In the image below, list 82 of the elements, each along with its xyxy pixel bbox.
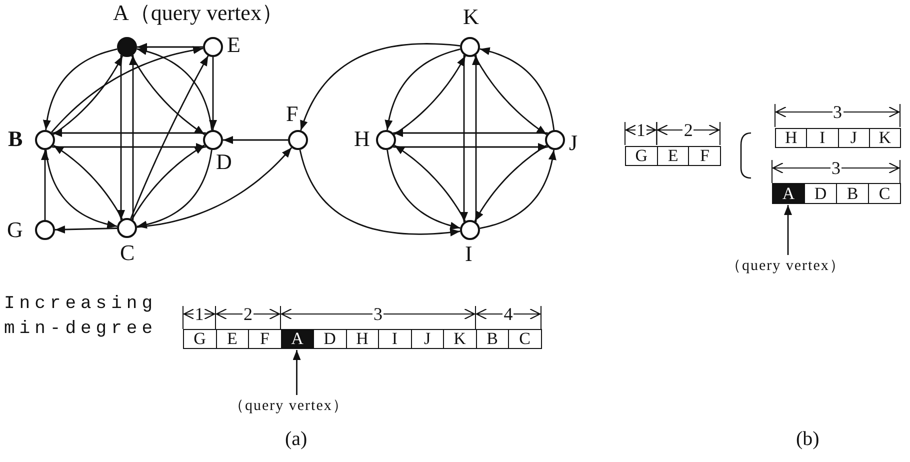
arrow [472,55,480,222]
arrow [474,55,548,136]
arrow [117,55,125,220]
table-cell: F [248,329,282,349]
table-cell: H [346,329,379,349]
arrow [41,150,49,220]
arrow [393,143,548,151]
table-cell: A [280,329,314,349]
table-cell: C [508,329,542,349]
arrow [300,43,460,131]
arrow [54,226,118,234]
table-cell: G [183,329,216,349]
table-cell: D [804,183,837,204]
table-cell: J [410,329,444,349]
table-cell: I [806,128,838,148]
arrow [386,150,460,230]
dimension-label: 3 [830,159,842,177]
table-cell: B [476,329,509,349]
annotation-text: （query vertex） [229,397,348,415]
vertex-label: J [569,131,578,155]
dimension-label: 1 [635,121,646,139]
table-cell: H [775,128,808,148]
table-cell: J [838,128,870,148]
table-cell: E [216,329,249,349]
arrow [460,55,468,222]
panel-label: (a) [285,428,308,451]
arrow [223,136,288,144]
vertex-label: I [465,242,472,266]
table-cell: A [772,183,805,204]
vertex-label: F [286,102,298,126]
arrow [136,147,292,228]
dimension-label: 4 [502,305,514,323]
arrow [136,150,212,229]
pointer-arrow [292,350,301,395]
arrow [50,46,204,133]
table-cell: I [378,329,412,349]
arrow [209,57,217,130]
dimension-label: 3 [832,103,843,121]
arrow [129,55,137,220]
table-cell: B [836,183,869,204]
vertex-label: E [227,33,240,57]
arrow [52,56,124,135]
dimension-label: 2 [682,121,694,139]
arrow [52,143,206,151]
dimension-label: 1 [194,305,205,323]
arrow [45,150,118,228]
arrow [131,144,205,220]
arrow [130,55,209,219]
table-cell: K [443,329,476,349]
arrow [394,56,466,136]
arrow [394,144,466,222]
table-cell: E [656,146,690,166]
dimension-label: 2 [242,305,254,323]
table-cell: K [868,128,901,148]
table-cell: F [688,146,722,166]
arrow [136,47,213,130]
vertex-label: K [463,5,479,29]
arrow [480,47,555,130]
table-cell: D [313,329,346,349]
vertex-label: C [120,241,135,265]
vertex-label: G [7,218,23,242]
arrow [474,144,547,222]
dimension-label: 3 [372,305,384,323]
vertex-label: B [8,127,23,151]
vertex-label: A（query vertex） [113,1,284,25]
arrow [53,144,123,220]
table-cell: G [625,146,658,166]
vertex-label: D [216,150,232,174]
table-cell: C [868,183,901,204]
arrow [137,43,203,51]
panel-label: (b) [796,428,820,451]
arrow [393,129,548,137]
arrow [299,150,460,236]
arrow [480,150,556,229]
arrow [384,48,460,130]
vertex-label: H [354,127,370,151]
arrow [42,48,118,130]
arrow [52,129,206,137]
annotation-text: （query vertex） [726,257,846,275]
pointer-arrow [784,205,792,255]
arrow [131,55,205,136]
axis-caption: Increasing min-degree [4,293,158,341]
